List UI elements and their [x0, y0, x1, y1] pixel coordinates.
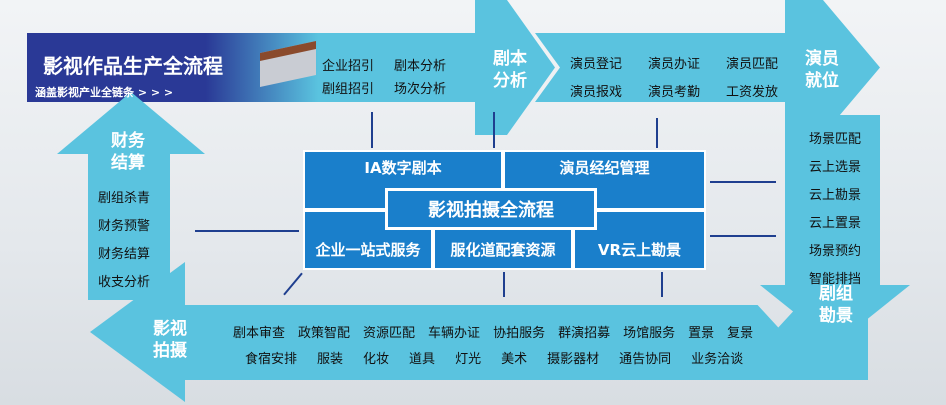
connector-arrow	[371, 112, 373, 148]
right-item: 云上勘景	[809, 188, 862, 203]
bottom-item: 业务洽谈	[691, 352, 744, 367]
left-item: 财务结算	[98, 247, 151, 262]
stage-scout: 剧组 勘景	[819, 284, 853, 326]
connector-arrow	[710, 235, 776, 237]
connector-arrow	[661, 272, 663, 297]
right-item: 云上选景	[809, 160, 862, 175]
bottom-item: 摄影器材	[547, 352, 600, 367]
enterprise-box: 企业一站式服务	[303, 210, 433, 270]
right-item: 云上置景	[809, 216, 862, 231]
actor-item: 演员报戏	[570, 85, 623, 100]
top-item: 剧本分析	[394, 59, 447, 74]
actor-item: 演员办证	[648, 57, 701, 72]
right-item: 智能排挡	[809, 272, 862, 287]
bottom-item: 灯光	[455, 352, 482, 367]
right-item: 场景预约	[809, 244, 862, 259]
right-item: 场景匹配	[809, 132, 862, 147]
center-title: 影视拍摄全流程	[385, 188, 597, 230]
actor-item: 演员登记	[570, 57, 623, 72]
connector-arrow	[503, 272, 505, 297]
page-subtitle: 涵盖影视产业全链条 > > >	[35, 86, 174, 99]
stage-script: 剧本 分析	[493, 49, 527, 91]
actor-item: 演员考勤	[648, 85, 701, 100]
stage-shoot: 影视 拍摄	[153, 319, 187, 361]
bottom-item: 美术	[501, 352, 528, 367]
bottom-item: 协拍服务	[493, 326, 546, 341]
page-title: 影视作品生产全流程	[43, 54, 223, 78]
bottom-item: 化妆	[363, 352, 390, 367]
bottom-item: 场馆服务	[623, 326, 676, 341]
bottom-item: 车辆办证	[428, 326, 481, 341]
connector-arrow	[195, 230, 299, 232]
left-item: 剧组杀青	[98, 191, 151, 206]
connector-arrow	[656, 118, 658, 148]
stage-finance: 财务 结算	[111, 131, 145, 173]
bottom-item: 置景	[688, 326, 715, 341]
bottom-item: 剧本审查	[233, 326, 286, 341]
stage-actor: 演员 就位	[805, 49, 839, 91]
actor-item: 演员匹配	[726, 57, 779, 72]
bottom-item: 服装	[317, 352, 344, 367]
top-item: 场次分析	[394, 82, 447, 97]
left-item: 收支分析	[98, 275, 151, 290]
connector-arrow	[710, 181, 776, 183]
top-item: 企业招引	[322, 59, 375, 74]
bottom-item: 通告协同	[619, 352, 672, 367]
top-item: 剧组招引	[322, 82, 375, 97]
left-item: 财务预警	[98, 219, 151, 234]
connector-arrow	[283, 272, 303, 296]
bottom-item: 政策智配	[298, 326, 351, 341]
bottom-item: 群演招募	[558, 326, 611, 341]
actor-item: 工资发放	[726, 85, 779, 100]
bottom-item: 道具	[409, 352, 436, 367]
connector-arrow	[493, 112, 495, 148]
bottom-item: 复景	[727, 326, 754, 341]
bottom-item: 食宿安排	[245, 352, 298, 367]
bottom-item: 资源匹配	[363, 326, 416, 341]
